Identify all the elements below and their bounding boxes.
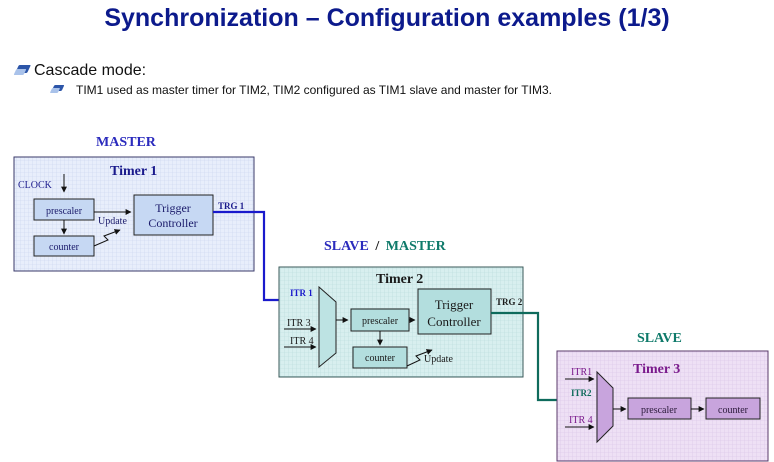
- slave-label: SLAVE: [637, 331, 682, 346]
- timer2-trigger-line1: Trigger: [435, 297, 474, 312]
- timer1-trigger-line2: Controller: [148, 216, 197, 230]
- timer2-trigger-box: [417, 288, 492, 335]
- timer2-mux: [318, 285, 337, 369]
- timer2-update-label: Update: [424, 354, 453, 365]
- timer2-title: Timer 2: [376, 272, 423, 287]
- timer1-update-label: Update: [98, 216, 127, 227]
- timer2-trg-label: TRG 2: [496, 297, 523, 307]
- master-label: MASTER: [96, 135, 157, 150]
- timer3-mux: [596, 370, 614, 444]
- slide-title: Synchronization – Configuration examples…: [104, 4, 670, 32]
- timer3-prescaler-text: prescaler: [641, 405, 678, 416]
- timer2-prescaler-text: prescaler: [362, 316, 399, 327]
- separator: /: [374, 239, 380, 254]
- timer2-itr1-label: ITR 1: [290, 288, 313, 298]
- timer2-itr4-label: ITR 4: [290, 336, 314, 347]
- timer2-trigger-line2: Controller: [427, 314, 481, 329]
- timer3-counter-box: [705, 397, 761, 420]
- timer1-update-arrow: [93, 229, 121, 247]
- slave-master-label: SLAVE / MASTER: [324, 239, 447, 254]
- timer2-itr3-label: ITR 3: [287, 318, 311, 329]
- timer1-prescaler-text: prescaler: [46, 206, 83, 217]
- master-part: MASTER: [386, 239, 447, 254]
- bullet-level2: TIM1 used as master timer for TIM2, TIM2…: [49, 83, 552, 97]
- timer1-counter-text: counter: [49, 242, 80, 253]
- timer3-itr4-label: ITR 4: [569, 415, 593, 426]
- bullet-level1-text: Cascade mode:: [34, 62, 147, 79]
- timer3-title: Timer 3: [633, 362, 680, 377]
- timer1-trigger-box: [133, 194, 214, 236]
- bullet-level2-text: TIM1 used as master timer for TIM2, TIM2…: [76, 83, 552, 97]
- timer1-title: Timer 1: [110, 164, 157, 179]
- slave-part: SLAVE: [324, 239, 369, 254]
- timer3-itr2-label: ITR2: [571, 388, 592, 398]
- timer3-counter-text: counter: [718, 405, 749, 416]
- timer2-counter-box: [352, 346, 408, 369]
- timer2-counter-text: counter: [365, 353, 396, 364]
- timer1-trg-label: TRG 1: [218, 201, 245, 211]
- bullet-level1: Cascade mode:: [13, 62, 147, 80]
- timer1-clock-label: CLOCK: [18, 180, 53, 191]
- timer1-trigger-line1: Trigger: [155, 201, 191, 215]
- timer3-itr1-label: ITR1: [571, 367, 592, 378]
- timer2-update-arrow: [406, 349, 433, 367]
